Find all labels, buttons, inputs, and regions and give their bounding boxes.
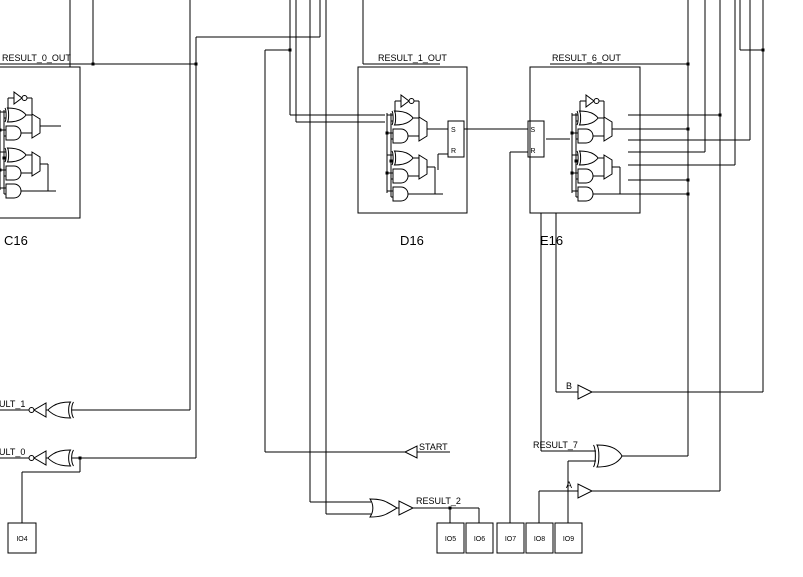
io-pad-outline — [554, 522, 583, 554]
latch-outline — [527, 120, 545, 158]
block-name-label: D16 — [400, 233, 424, 248]
latch-outline — [447, 120, 465, 158]
buffer-a-input[interactable]: A — [566, 480, 594, 499]
io-pad-label: IO9 — [563, 536, 574, 543]
buffer-icon — [403, 445, 418, 459]
io-pad-outline — [7, 522, 37, 554]
logic-block-c16[interactable]: RESULT_0_OUT C16 — [0, 53, 81, 248]
block-name-label: E16 — [540, 233, 563, 248]
buffer-icon — [577, 483, 594, 499]
io-pad-label: IO5 — [445, 536, 456, 543]
buffer-b-input[interactable]: B — [566, 381, 594, 400]
io-pad-outline — [465, 522, 494, 554]
or-gate-icon — [369, 498, 398, 518]
sr-latch-e16[interactable]: S R — [527, 120, 545, 158]
logic-block-e16[interactable]: S R RESULT_6_OUT E16 — [527, 53, 641, 248]
io-pad-io7[interactable]: IO7 — [496, 522, 525, 554]
latch-set-label: S — [451, 127, 456, 134]
io-pad-io6[interactable]: IO6 — [465, 522, 494, 554]
sr-latch-d16[interactable]: S R — [447, 120, 465, 158]
net-label-result7: RESULT_7 — [533, 440, 578, 450]
net-label-result1: ULT_1 — [0, 399, 25, 409]
buffer-icon — [577, 384, 594, 400]
io-pad-io4[interactable]: IO4 — [7, 522, 37, 554]
xor-gate-result7[interactable]: RESULT_7 — [533, 440, 623, 468]
io-pad-label: IO4 — [16, 536, 27, 543]
or-gate-result2[interactable] — [369, 498, 398, 518]
buffer-result2[interactable]: RESULT_2 — [398, 496, 461, 516]
net-label-b: B — [566, 381, 572, 391]
block-output-label: RESULT_1_OUT — [378, 53, 447, 63]
io-pad-io8[interactable]: IO8 — [525, 522, 554, 554]
block-output-label: RESULT_0_OUT — [2, 53, 71, 63]
net-label-result0: ULT_0 — [0, 447, 25, 457]
io-pad-label: IO6 — [474, 536, 485, 543]
io-pad-io9[interactable]: IO9 — [554, 522, 583, 554]
obuf-xor-row-result1[interactable]: ULT_1 — [0, 399, 74, 419]
lut-cluster — [0, 92, 61, 198]
io-pad-outline — [496, 522, 525, 554]
junction-dots — [78, 48, 765, 510]
block-outline — [529, 66, 641, 214]
buffer-start[interactable]: START — [403, 442, 448, 459]
logic-block-d16[interactable]: S R RESULT_1_OUT D16 — [357, 53, 468, 248]
net-label-a: A — [566, 480, 572, 490]
block-name-label: C16 — [4, 233, 28, 248]
block-outline — [357, 66, 468, 214]
net-wires — [0, 0, 764, 523]
latch-reset-label: R — [531, 148, 536, 155]
io-pad-io5[interactable]: IO5 — [436, 522, 465, 554]
block-output-label: RESULT_6_OUT — [552, 53, 621, 63]
latch-set-label: S — [531, 127, 536, 134]
io-pad-outline — [436, 522, 465, 554]
net-label-result2: RESULT_2 — [416, 496, 461, 506]
buffer-icon — [398, 500, 415, 516]
io-pad-label: IO8 — [534, 536, 545, 543]
block-outline — [0, 66, 81, 219]
obuf-xor-row-result0[interactable]: ULT_0 — [0, 447, 74, 467]
latch-reset-label: R — [451, 148, 456, 155]
io-pad-label: IO7 — [505, 536, 516, 543]
io-pad-outline — [525, 522, 554, 554]
net-label-start: START — [419, 442, 448, 452]
xor-gate-icon — [596, 444, 623, 468]
lut-cluster — [571, 95, 634, 201]
lut-cluster — [386, 95, 449, 201]
xor-gate-input-arc — [593, 444, 596, 468]
